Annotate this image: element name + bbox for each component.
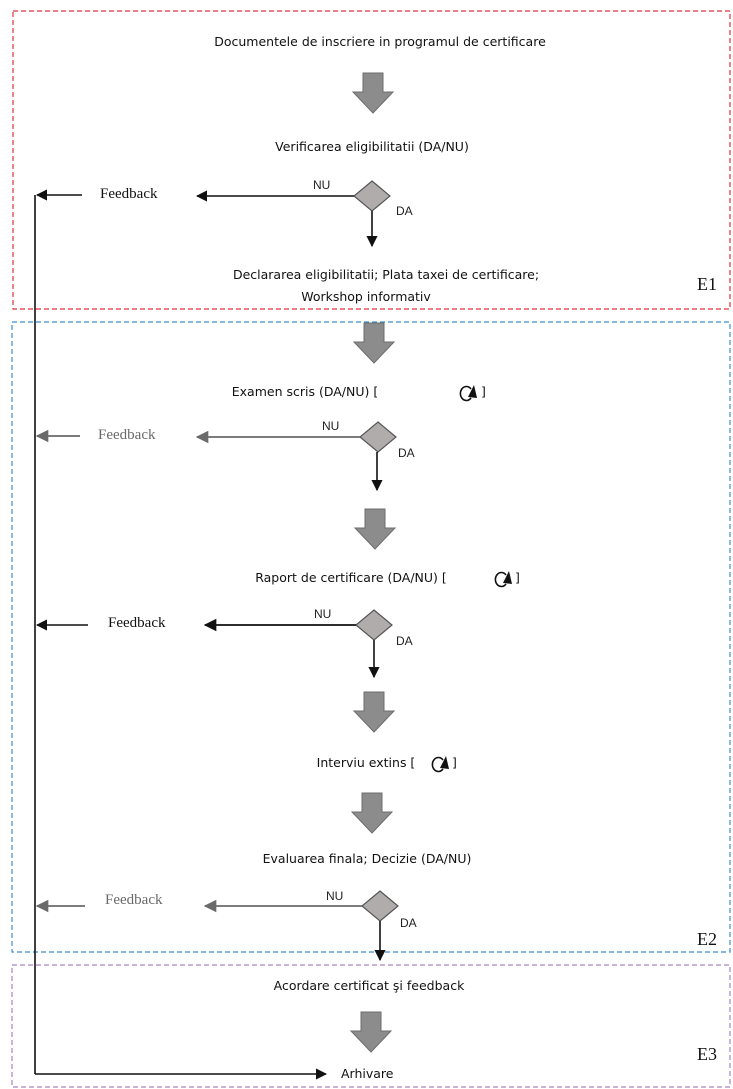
decision-3-yes: DA bbox=[396, 634, 413, 648]
step-declaration-line2: Workshop informativ bbox=[301, 289, 431, 304]
step-eligibility-check: Verificarea eligibilitatii (DA/NU) bbox=[275, 139, 469, 154]
block-arrow-5 bbox=[351, 792, 393, 834]
step-award: Acordare certificat şi feedback bbox=[274, 978, 465, 993]
decision-3-no: NU bbox=[314, 607, 331, 621]
block-arrow-2 bbox=[353, 322, 395, 364]
step-declaration-line1: Declararea eligibilitatii; Plata taxei d… bbox=[233, 267, 539, 282]
decision-diamond-1 bbox=[353, 180, 391, 212]
decision-1-no: NU bbox=[313, 178, 330, 192]
decision-diamond-3 bbox=[355, 609, 393, 641]
zone-e1-box bbox=[12, 10, 731, 310]
bracket-close-1: ] bbox=[481, 384, 486, 399]
decision-diamond-4 bbox=[361, 890, 399, 922]
decision-diamond-2 bbox=[359, 421, 397, 453]
feedback-label-1: Feedback bbox=[100, 186, 158, 202]
block-arrow-1 bbox=[352, 72, 394, 114]
decision-2-no: NU bbox=[322, 419, 339, 433]
bracket-close-2: ] bbox=[515, 570, 520, 585]
zone-e1-label: E1 bbox=[697, 274, 717, 294]
bracket-close-3: ] bbox=[452, 755, 457, 770]
step-certification-report: Raport de certificare (DA/NU) [ bbox=[255, 570, 447, 585]
step-archive: Arhivare bbox=[341, 1066, 394, 1081]
step-final-evaluation: Evaluarea finala; Decizie (DA/NU) bbox=[263, 851, 472, 866]
block-arrow-4 bbox=[353, 691, 395, 733]
block-arrow-6 bbox=[350, 1011, 392, 1053]
retry-icon-3 bbox=[431, 755, 450, 773]
zone-e2-box bbox=[11, 321, 731, 953]
zone-e3-box bbox=[11, 964, 731, 1088]
decision-4-yes: DA bbox=[400, 916, 417, 930]
feedback-label-4: Feedback bbox=[105, 892, 163, 908]
step-extended-interview: Interviu extins [ bbox=[317, 755, 416, 770]
block-arrow-3 bbox=[354, 508, 396, 550]
step-written-exam: Examen scris (DA/NU) [ bbox=[232, 384, 378, 399]
decision-2-yes: DA bbox=[398, 446, 415, 460]
decision-1-yes: DA bbox=[396, 204, 413, 218]
retry-icon-1 bbox=[459, 384, 478, 402]
feedback-label-2: Feedback bbox=[98, 427, 156, 443]
decision-4-no: NU bbox=[326, 889, 343, 903]
step-documents: Documentele de inscriere in programul de… bbox=[214, 34, 546, 49]
retry-icon-2 bbox=[494, 570, 513, 588]
zone-e3-label: E3 bbox=[697, 1044, 717, 1064]
zone-e2-label: E2 bbox=[697, 929, 717, 949]
feedback-label-3: Feedback bbox=[108, 615, 166, 631]
